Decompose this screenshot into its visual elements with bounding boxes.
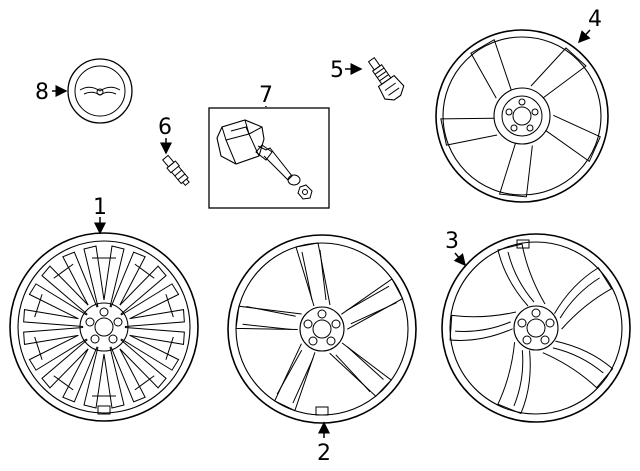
callout-label-5[interactable]: 5 xyxy=(330,58,344,83)
valve-stem-icon[interactable] xyxy=(161,154,191,187)
callout-arrow-4 xyxy=(577,29,591,44)
wheel-2-icon[interactable] xyxy=(227,234,417,424)
wheel-3-icon[interactable] xyxy=(441,233,631,423)
callout-label-7[interactable]: 7 xyxy=(259,83,273,108)
callout-label-8[interactable]: 8 xyxy=(35,80,49,105)
callout-label-4[interactable]: 4 xyxy=(588,7,602,32)
callout-label-1[interactable]: 1 xyxy=(93,195,107,220)
callout-label-3[interactable]: 3 xyxy=(445,229,459,254)
callout-arrow-3 xyxy=(453,252,466,267)
spare-wheel-icon[interactable] xyxy=(429,29,609,210)
center-cap-icon[interactable] xyxy=(67,58,133,124)
callout-label-6[interactable]: 6 xyxy=(158,115,172,140)
tpms-valve-icon[interactable] xyxy=(362,53,407,104)
callout-label-2[interactable]: 2 xyxy=(317,441,331,466)
tpms-sensor-kit-icon[interactable] xyxy=(208,107,330,209)
wheel-1-icon[interactable] xyxy=(9,232,199,422)
